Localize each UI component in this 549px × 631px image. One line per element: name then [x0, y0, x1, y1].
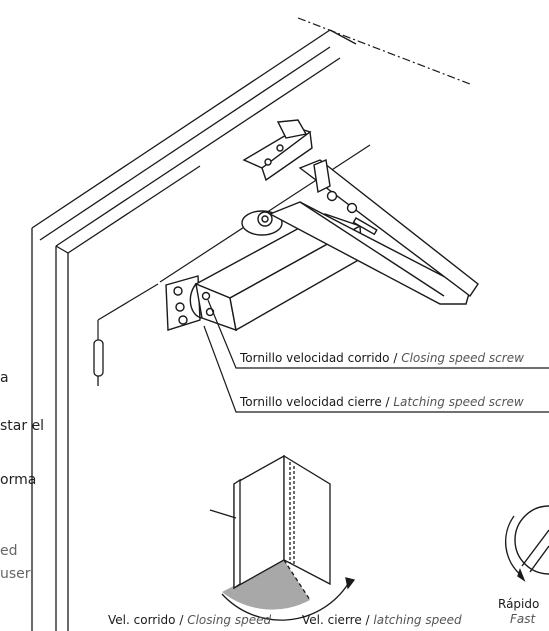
- svg-text:Vel. corrido / Closing speed: Vel. corrido / Closing speed: [108, 613, 272, 627]
- vel-corrido-label-en: Closing speed: [187, 613, 271, 627]
- left-text-fragment-2: star el: [0, 418, 44, 434]
- left-text-fragment-1: a: [0, 370, 9, 386]
- svg-text:Vel. cierre / latching speed: Vel. cierre / latching speed: [302, 613, 462, 627]
- screw-adjustment-icon: [504, 505, 549, 582]
- rapido-label-en: Fast: [510, 612, 537, 626]
- hinge: [93, 339, 104, 386]
- left-text-fragment-5: user: [0, 566, 31, 582]
- closing-speed-screw-label-es: Tornillo velocidad corrido /: [239, 351, 401, 365]
- svg-text:Tornillo velocidad cierre / La: Tornillo velocidad cierre / Latching spe…: [239, 395, 524, 409]
- left-text-fragment-4: ed: [0, 543, 18, 559]
- latching-speed-screw-label-en: Latching speed screw: [393, 395, 524, 409]
- left-text-fragment-3: orma: [0, 472, 36, 488]
- latching-speed-sector: [284, 560, 348, 600]
- vel-corrido-label-es: Vel. corrido /: [108, 613, 187, 627]
- vel-cierre-label-en: latching speed: [373, 613, 462, 627]
- closing-speed-sector: [222, 560, 310, 610]
- svg-text:Tornillo velocidad corrido / C: Tornillo velocidad corrido / Closing spe…: [239, 351, 524, 365]
- latching-speed-screw-label-es: Tornillo velocidad cierre /: [239, 395, 393, 409]
- dashed-reference-line: [297, 17, 471, 85]
- latching-speed-screw-callout: Tornillo velocidad cierre / Latching spe…: [203, 325, 549, 413]
- closing-speed-screw-callout: Tornillo velocidad corrido / Closing spe…: [207, 299, 549, 369]
- vel-cierre-label-es: Vel. cierre /: [302, 613, 373, 627]
- door-swing-detail: [209, 454, 356, 621]
- closer-arm: [241, 119, 479, 305]
- rapido-label-es: Rápido: [498, 597, 539, 611]
- closing-speed-screw-label-en: Closing speed screw: [401, 351, 524, 365]
- door-frame: [31, 29, 357, 631]
